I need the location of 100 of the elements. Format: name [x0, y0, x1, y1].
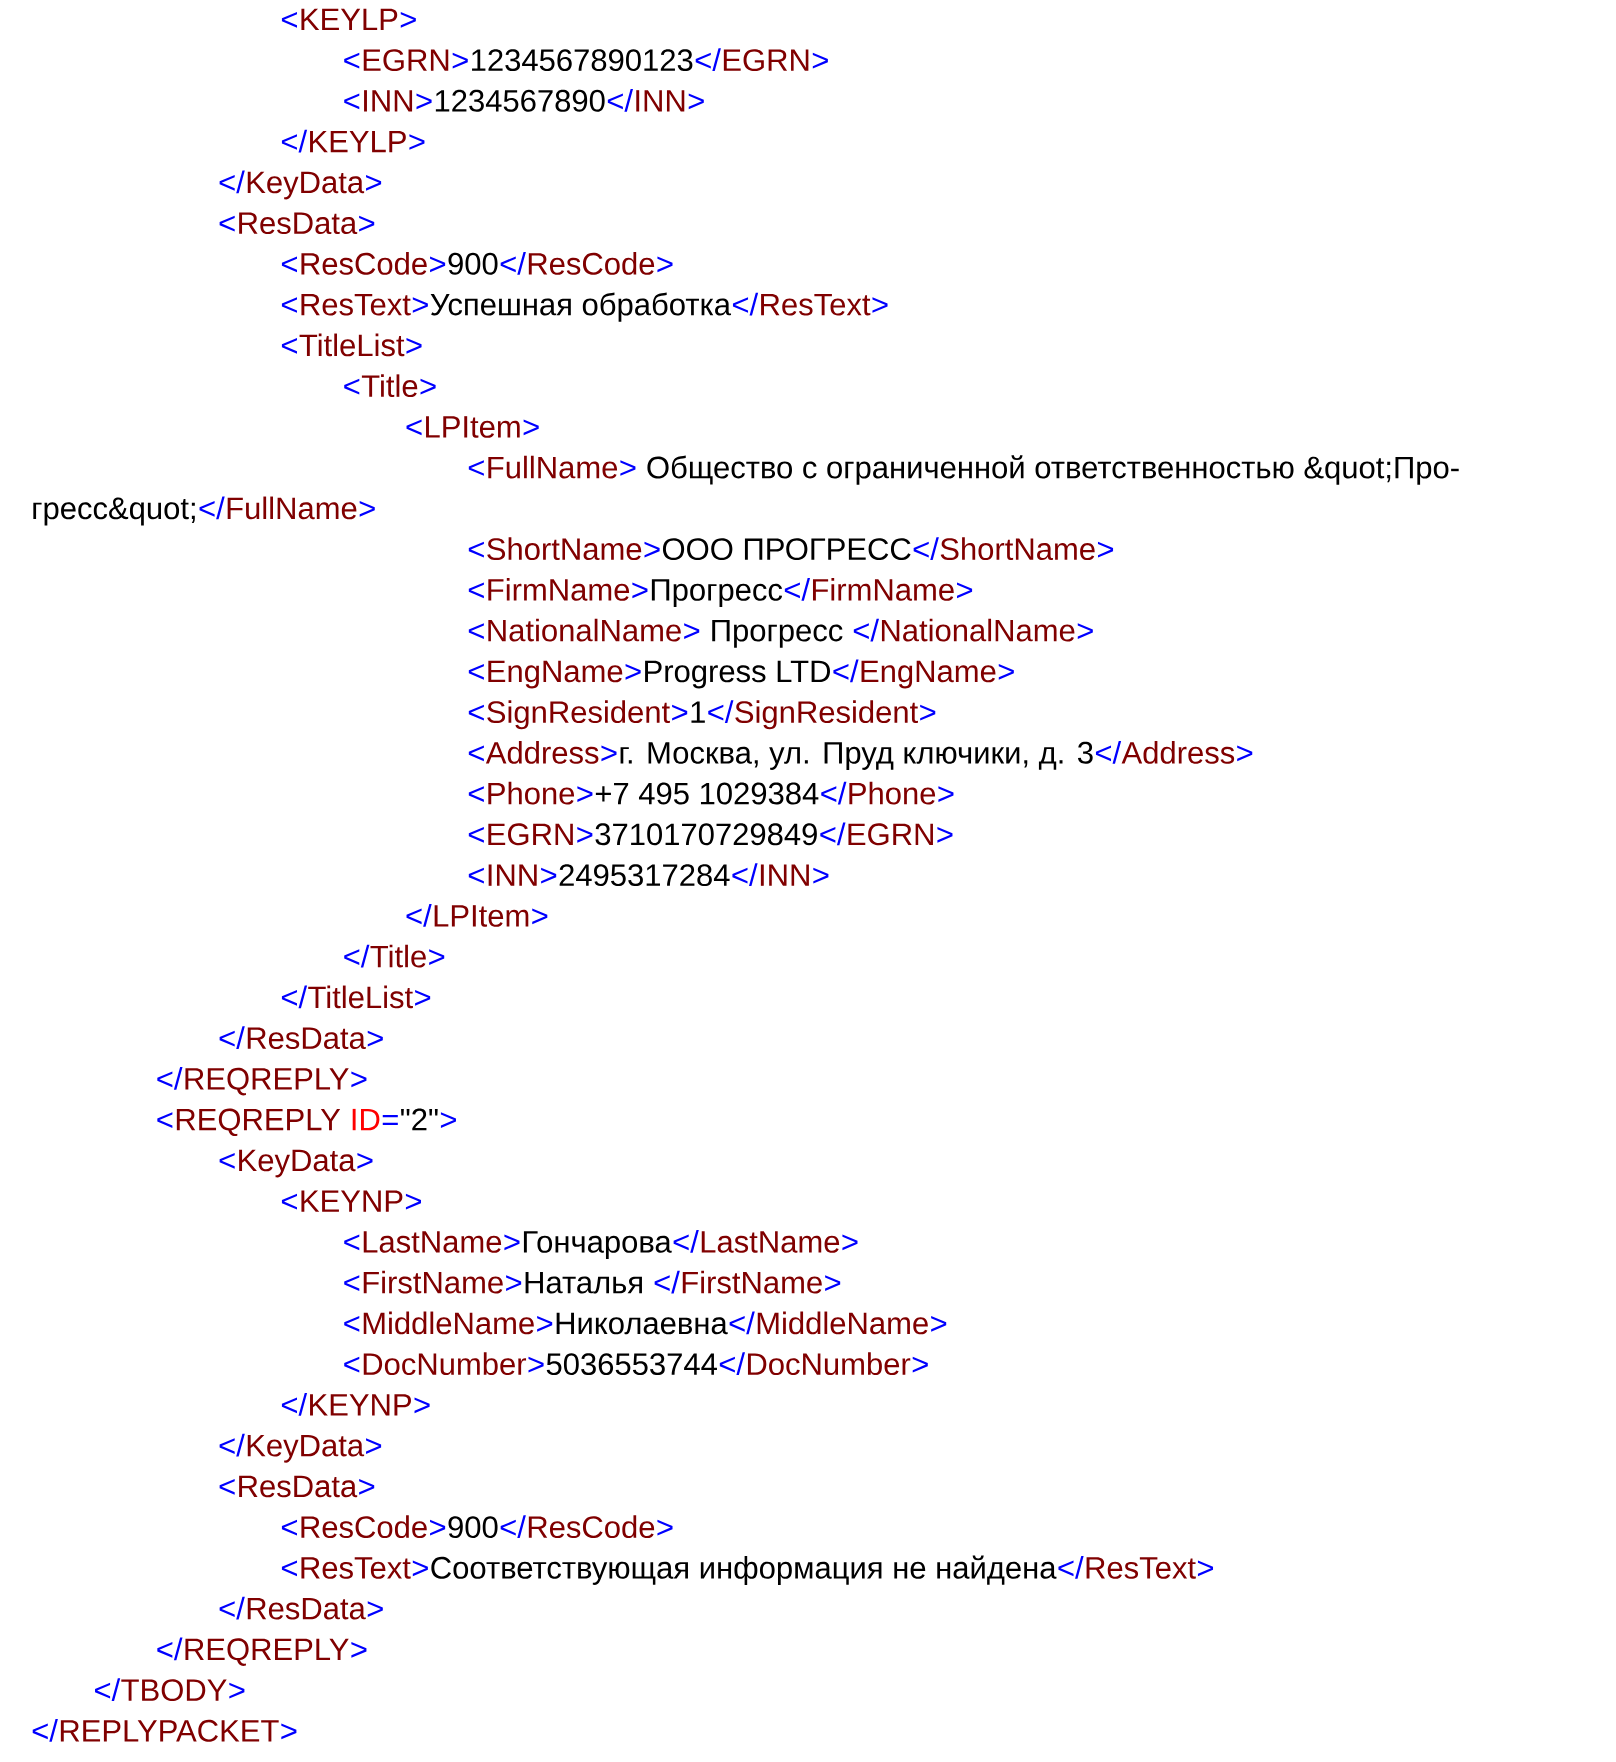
angle-bracket: < — [344, 378, 360, 395]
angle-bracket: > — [625, 663, 641, 680]
tag-name: REQREPLY — [176, 1108, 341, 1137]
angle-bracket: </ — [199, 496, 225, 520]
angle-bracket: < — [219, 1152, 235, 1169]
tag-name: FullName — [488, 455, 618, 479]
tag-name: REPLYPACKET — [60, 1719, 279, 1742]
element-value: 3710170729849 — [595, 823, 817, 846]
angle-bracket: > — [440, 1112, 456, 1128]
angle-bracket: </ — [219, 1596, 245, 1620]
element-value: Соответствующая информация не найдена — [431, 1555, 1057, 1585]
angle-bracket: > — [351, 1641, 367, 1658]
tag-name: INN — [760, 864, 809, 886]
angle-bracket: > — [532, 908, 548, 925]
angle-bracket: > — [825, 1275, 841, 1291]
angle-bracket: </ — [654, 1270, 680, 1294]
element-value: Николаевна — [556, 1312, 728, 1335]
angle-bracket: > — [620, 460, 636, 476]
angle-bracket: < — [468, 460, 484, 476]
tag-name: FirmName — [813, 578, 954, 601]
angle-bracket: < — [468, 786, 484, 802]
element-value: Progress LTD — [645, 660, 830, 689]
element-value: 2495317284 — [559, 864, 730, 887]
angle-bracket: < — [219, 215, 235, 232]
angle-bracket: > — [541, 867, 557, 884]
element-value: +7 495 1029384 — [595, 782, 819, 805]
tag-name: ResData — [239, 212, 358, 235]
tag-name: INN — [488, 864, 537, 886]
angle-bracket: > — [523, 419, 539, 436]
angle-bracket: < — [281, 11, 297, 28]
tag-name: MiddleName — [757, 1311, 928, 1335]
angle-bracket: </ — [913, 537, 939, 561]
angle-bracket: > — [938, 786, 954, 802]
tag-name: KeyData — [247, 1434, 365, 1463]
tag-name: FirmName — [488, 578, 630, 601]
angle-bracket: > — [412, 1560, 428, 1577]
tag-name: KEYNP — [310, 1394, 411, 1416]
angle-bracket: </ — [157, 1067, 183, 1090]
angle-bracket: > — [957, 582, 973, 599]
angle-bracket: > — [506, 1275, 522, 1291]
angle-bracket: </ — [281, 985, 308, 1009]
angle-bracket: < — [468, 745, 484, 762]
angle-bracket: > — [1077, 623, 1093, 639]
tag-name: LastName — [363, 1231, 502, 1253]
angle-bracket: </ — [219, 170, 245, 194]
angle-bracket: </ — [833, 659, 859, 683]
angle-bracket: > — [813, 867, 829, 884]
tag-name: EGRN — [363, 49, 449, 72]
angle-bracket: < — [344, 1275, 360, 1291]
element-value: Успешная обработка — [430, 292, 732, 322]
angle-bracket: > — [281, 1723, 297, 1740]
element-value: Прогресс — [712, 619, 843, 648]
angle-bracket: > — [1237, 745, 1253, 762]
angle-bracket: </ — [281, 129, 308, 153]
tag-name: NationalName — [488, 618, 681, 642]
angle-bracket: < — [219, 1478, 235, 1495]
angle-bracket: > — [416, 93, 432, 110]
angle-bracket: > — [684, 623, 700, 639]
angle-bracket: < — [406, 419, 422, 436]
tag-name: REQREPLY — [185, 1638, 349, 1666]
tag-name: SignResident — [487, 700, 670, 730]
angle-bracket: > — [632, 582, 648, 599]
angle-bracket: > — [577, 786, 593, 802]
element-value: гресс&quot; — [33, 497, 195, 526]
tag-name: DocNumber — [363, 1352, 527, 1376]
angle-bracket: </ — [820, 822, 846, 846]
angle-bracket: < — [281, 1560, 297, 1577]
angle-bracket: > — [359, 215, 375, 232]
angle-bracket: > — [406, 337, 422, 354]
element-value: 1234567890123 — [472, 49, 693, 72]
tag-name: ResText — [301, 293, 411, 316]
angle-bracket: </ — [344, 944, 370, 968]
angle-bracket: > — [414, 1397, 430, 1414]
tag-name: ShortName — [940, 537, 1095, 561]
tag-name: Phone — [488, 781, 575, 805]
angle-bracket: </ — [219, 1026, 245, 1050]
angle-bracket: > — [357, 1152, 373, 1169]
element-value: Наталья — [525, 1271, 642, 1294]
angle-bracket: < — [344, 1315, 360, 1332]
angle-bracket: < — [468, 663, 484, 680]
angle-bracket: > — [1098, 541, 1114, 558]
angle-bracket: </ — [708, 700, 734, 724]
tag-name: KeyData — [247, 171, 365, 200]
angle-bracket: </ — [157, 1637, 183, 1661]
angle-bracket: > — [812, 52, 828, 69]
angle-bracket: = — [382, 1115, 398, 1125]
angle-bracket: < — [157, 1112, 173, 1128]
element-value: 1234567890 — [435, 89, 605, 112]
angle-bracket: </ — [719, 1352, 745, 1376]
tag-name: LastName — [701, 1231, 840, 1253]
angle-bracket: > — [688, 93, 704, 110]
angle-bracket: > — [409, 134, 425, 150]
angle-bracket: </ — [784, 578, 811, 601]
attribute-name: ID — [352, 1108, 380, 1131]
angle-bracket: > — [672, 704, 688, 721]
tag-name: MiddleName — [363, 1311, 534, 1335]
angle-bracket: </ — [32, 1719, 58, 1742]
angle-bracket: < — [468, 867, 484, 884]
tag-name: NationalName — [881, 618, 1075, 642]
tag-name: ResCode — [528, 252, 655, 275]
